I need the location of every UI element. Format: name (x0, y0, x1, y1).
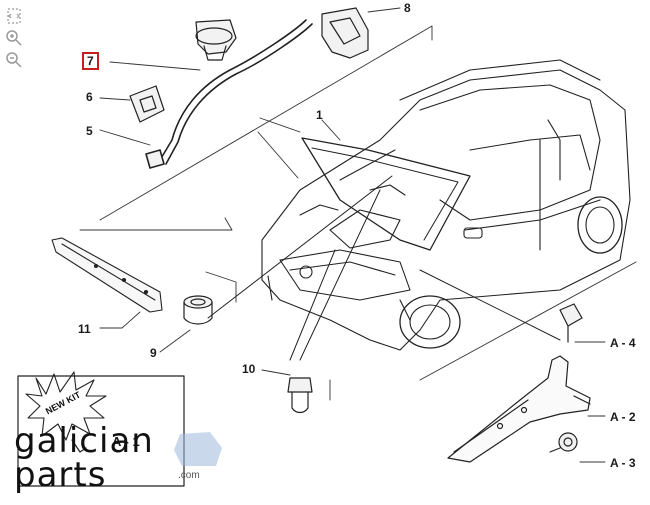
hood-hinge-part (447, 355, 591, 463)
rubber-grommet-part (129, 85, 165, 123)
callout-11[interactable]: 11 (78, 322, 91, 336)
callout-6[interactable]: 6 (86, 90, 93, 104)
watermark-shape (174, 432, 222, 466)
hood-panel (301, 137, 471, 251)
callout-a1: A - 1 (112, 434, 140, 449)
hinge-bolt-part (549, 432, 578, 453)
hose-clip-part (321, 7, 369, 59)
callout-10[interactable]: 10 (242, 362, 256, 376)
watermark-domain: .com (178, 470, 200, 481)
washer-hose (145, 19, 313, 169)
zoom-out-icon[interactable] (4, 50, 24, 70)
bump-stop-part (183, 295, 213, 325)
guide-lines (207, 175, 561, 361)
hood-seal-strip (51, 237, 163, 313)
washer-nozzle-part (195, 19, 237, 61)
watermark-brand: galician parts (14, 421, 154, 495)
callout-a3[interactable]: A - 3 (610, 456, 636, 470)
callout-1[interactable]: 1 (316, 108, 323, 122)
new-kit-starburst (25, 371, 107, 441)
callout-9[interactable]: 9 (150, 346, 157, 360)
inset-kit-box (17, 371, 185, 487)
hinge-screw-part (559, 303, 583, 343)
fit-view-icon[interactable] (4, 6, 24, 26)
callout-5[interactable]: 5 (86, 124, 93, 138)
adjuster-bolt-part (287, 377, 313, 414)
callout-7[interactable]: 7 (82, 52, 99, 70)
callout-8[interactable]: 8 (404, 1, 411, 15)
callout-a2[interactable]: A - 2 (610, 410, 636, 424)
zoom-in-icon[interactable] (4, 28, 24, 48)
callout-a4[interactable]: A - 4 (610, 336, 636, 350)
